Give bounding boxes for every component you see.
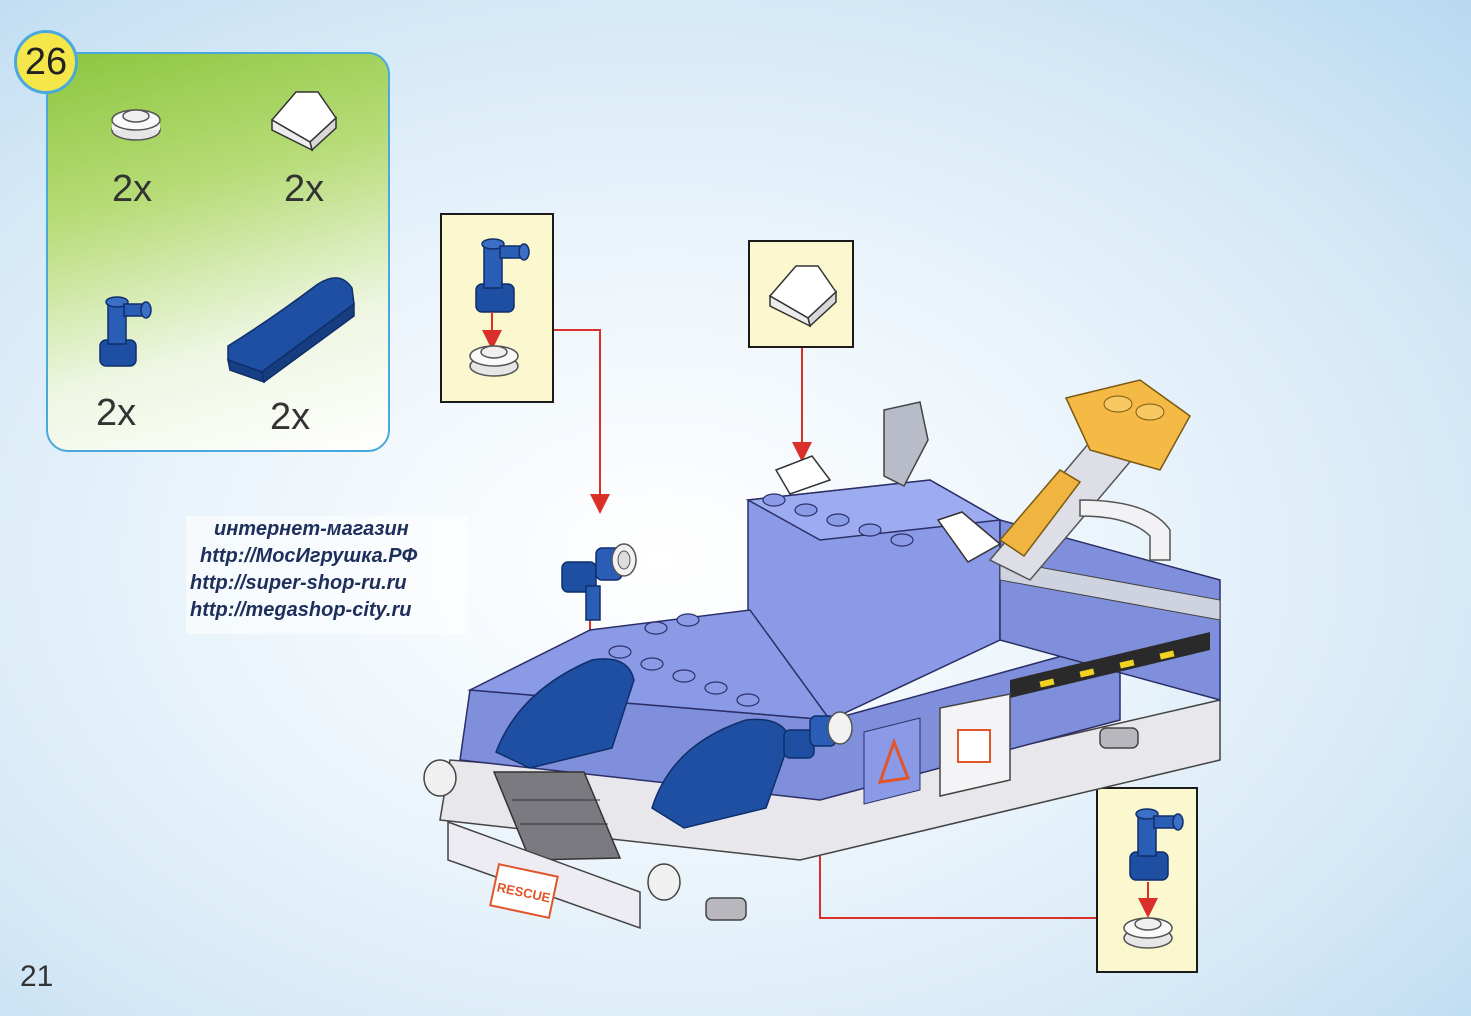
part-quantity: 2x [112,168,153,210]
step-number: 26 [24,40,68,83]
blue-curved-slope-icon [227,277,355,384]
rescue-car-model: RESCUE [423,379,1221,930]
callout-bar-holder-assembly-right [1123,808,1184,949]
watermark-line: http://megashop-city.ru [190,599,412,621]
watermark-line: http://super-shop-ru.ru [190,572,407,594]
callout-bar-holder-assembly [469,238,530,377]
part-quantity: 2x [284,168,325,210]
callout-slope-assembly [768,265,837,328]
watermark-line: интернет-магазин [214,518,409,540]
blue-bar-holder-icon [99,296,152,367]
part-quantity: 2x [270,396,311,438]
floating-bar-holder [561,543,637,621]
page-number: 21 [20,960,54,993]
watermark-line: http://МосИгрушка.РФ [200,545,418,567]
part-quantity: 2x [96,392,137,434]
shop-watermark: интернет-магазин http://МосИгрушка.РФ ht… [186,516,468,634]
round-plate-icon [111,109,161,141]
white-slope-icon [270,91,337,152]
step-number-badge: 26 [14,30,78,94]
parts-icons [99,91,355,384]
